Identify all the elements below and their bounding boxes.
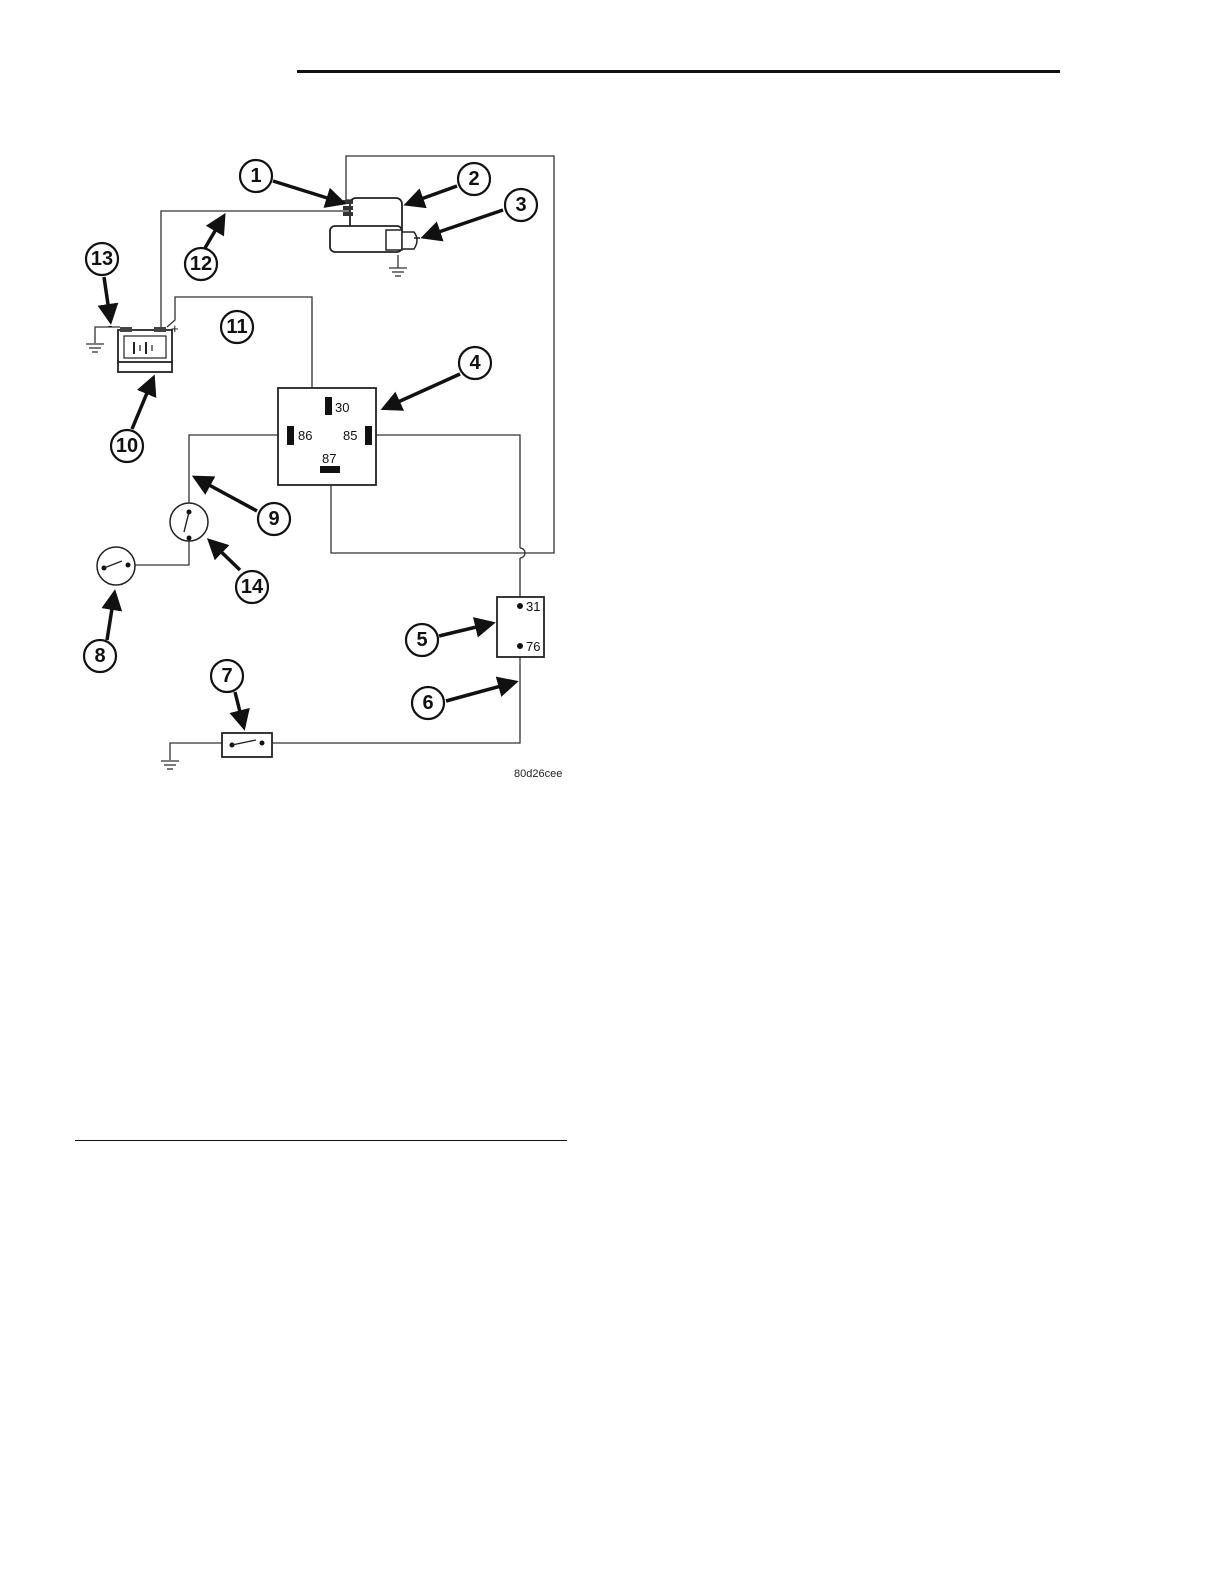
callout-4: 4 <box>459 347 491 379</box>
switch-9-14 <box>170 503 208 541</box>
callout-5: 5 <box>406 624 438 656</box>
svg-text:8: 8 <box>94 645 105 667</box>
relay-pin-86: 86 <box>298 428 312 443</box>
ground-symbol-solenoid <box>389 268 407 276</box>
battery-positive-label: + <box>171 321 179 336</box>
callout-1: 1 <box>240 160 272 192</box>
callout-11: 11 <box>221 311 253 343</box>
svg-text:3: 3 <box>515 194 526 216</box>
module-pin-31: 31 <box>526 599 540 614</box>
callout-3: 3 <box>505 189 537 221</box>
svg-text:10: 10 <box>116 435 138 457</box>
callout-7: 7 <box>211 660 243 692</box>
switch-7 <box>222 733 272 757</box>
svg-text:4: 4 <box>469 352 481 374</box>
svg-text:11: 11 <box>226 316 247 338</box>
callout-9: 9 <box>258 503 290 535</box>
callout-12: 12 <box>185 248 217 280</box>
module-pin-76: 76 <box>526 639 540 654</box>
svg-text:12: 12 <box>190 253 212 275</box>
relay-pin-85: 85 <box>343 428 357 443</box>
callout-8: 8 <box>84 640 116 672</box>
svg-text:1: 1 <box>250 165 261 187</box>
module: 31 76 <box>497 597 544 657</box>
relay-pin-87: 87 <box>322 451 336 466</box>
figure-code: 80d26cee <box>514 768 562 780</box>
svg-text:9: 9 <box>268 508 279 530</box>
callout-10: 10 <box>111 430 143 462</box>
callout-14: 14 <box>236 571 268 603</box>
battery-negative-label: - <box>108 318 112 333</box>
ground-symbol-battery <box>86 344 104 352</box>
svg-text:14: 14 <box>241 576 264 598</box>
svg-text:7: 7 <box>221 665 232 687</box>
switch-8 <box>97 547 135 585</box>
starter-motor <box>330 198 420 252</box>
callout-6: 6 <box>412 687 444 719</box>
svg-text:6: 6 <box>422 692 433 714</box>
svg-text:5: 5 <box>416 629 427 651</box>
svg-text:2: 2 <box>468 168 479 190</box>
relay: 30 86 85 87 <box>278 388 376 485</box>
svg-text:13: 13 <box>91 248 113 270</box>
ground-symbol-switch <box>161 761 179 769</box>
relay-pin-30: 30 <box>335 400 349 415</box>
callout-13: 13 <box>86 243 118 275</box>
callout-2: 2 <box>458 163 490 195</box>
